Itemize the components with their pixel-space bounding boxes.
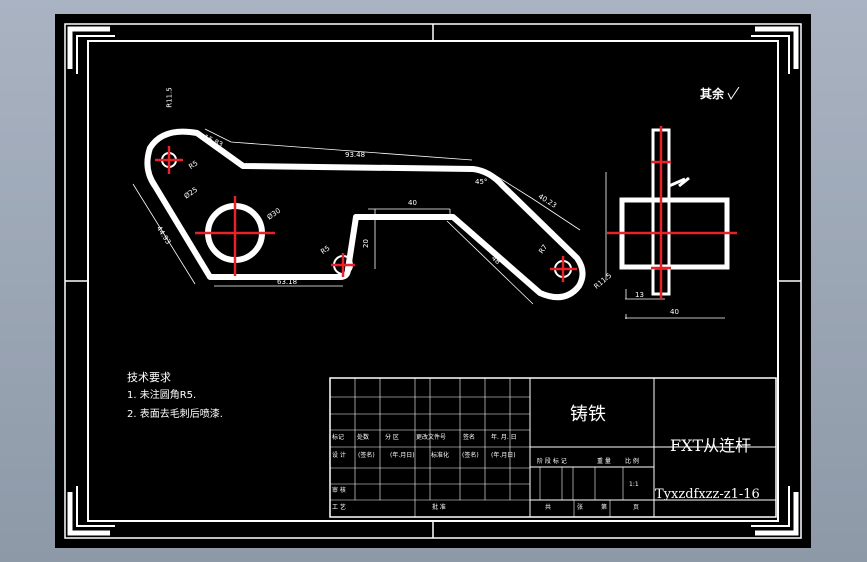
label-mark: 标记 [332,434,345,441]
label-page: 页 [633,504,640,511]
holes [155,146,577,282]
label-weight: 重 量 [597,458,611,465]
tech-requirement-item: 1. 未注圆角R5. [127,390,197,401]
label-count: 处数 [357,434,370,441]
label-std-sign: (签名) [462,452,479,459]
label-standardization: 标准化 [431,452,450,459]
cad-drawing [64,23,802,539]
tech-requirement-item: 2. 表面去毛刺后喷漆. [127,409,223,420]
label-approve: 批 准 [432,504,446,511]
part-name: FXT从连杆 [670,436,752,455]
title-block [329,377,777,518]
label-design-date: (年.月日) [390,452,415,459]
scale-value: 1:1 [629,481,639,488]
drawing-number: Tyxzdfxzz-z1-16 [655,487,760,502]
label-process: 工 艺 [332,504,346,511]
dim-side-width-small: 13 [635,291,644,299]
label-date: 年. 月. 日 [491,434,517,441]
label-std-date: (年.月日) [491,452,516,459]
label-stage: 阶 段 标 记 [537,458,567,465]
sheet-border [64,23,802,539]
label-review: 审 核 [332,487,346,494]
label-design: 设 计 [332,452,346,459]
material: 铸铁 [570,404,606,425]
dim-width-step: 40 [408,199,417,207]
label-scale: 比 例 [625,458,639,465]
dim-top-left-r: R11.5 [165,87,174,108]
dim-side-width-total: 40 [670,308,679,316]
roughness-mark: 其余 [700,87,725,101]
dim-bottom-length: 63.18 [277,278,298,286]
label-signature: 签名 [463,434,476,441]
label-design-sign: (签名) [358,452,375,459]
dimension-lines [132,128,725,319]
tech-requirements-heading: 技术要求 [127,371,171,384]
part-side-view [607,126,737,299]
dim-height-step: 20 [361,239,370,248]
label-sheet-unit: 张 [577,504,584,511]
drawing-sheet: 其余 R11.5 15.83 93.48 R5 Ø25 Ø30 44.93 R5… [55,14,811,548]
dim-angle-mid: 45° [475,178,488,186]
roughness-symbol-icon [727,87,740,100]
label-zone: 分 区 [385,434,399,441]
label-sheet-total: 共 [545,504,552,511]
label-sheet-no: 第 [601,504,608,511]
dim-length-top: 93.48 [345,151,366,159]
label-change-file: 更改文件号 [416,434,447,441]
